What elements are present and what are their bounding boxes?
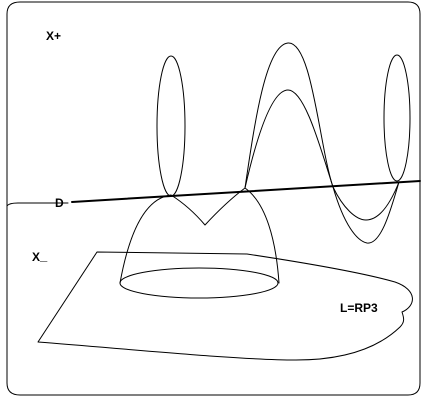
upper-curves <box>156 42 411 244</box>
inner-wave <box>244 89 400 221</box>
label-d: D <box>55 196 64 210</box>
dividing-surface <box>6 202 69 207</box>
label-x-plus: X+ <box>46 29 61 43</box>
left-vertical-loop <box>156 55 186 197</box>
label-x-minus-subscript: _ <box>39 248 48 263</box>
frame-outline <box>6 1 421 396</box>
line-d-stroke <box>71 180 421 203</box>
curve-l-outline <box>37 251 413 361</box>
outer-wave <box>244 42 400 244</box>
labels: X+ D X_ L=RP3 <box>32 29 378 315</box>
cup-left-side <box>119 194 172 284</box>
label-x-minus-base: X <box>32 250 40 264</box>
cup-right-side <box>244 187 280 284</box>
right-vertical-loop <box>383 54 411 182</box>
frame <box>6 1 421 396</box>
line-d <box>71 180 421 203</box>
cup-base-ellipse <box>119 267 279 299</box>
curve-l <box>37 251 413 361</box>
cup-top-curve <box>170 187 246 226</box>
cup-surface <box>119 187 280 299</box>
divider-left-edge <box>6 202 69 207</box>
label-curve-l: L=RP3 <box>340 301 378 315</box>
label-x-minus: X_ <box>32 248 48 264</box>
